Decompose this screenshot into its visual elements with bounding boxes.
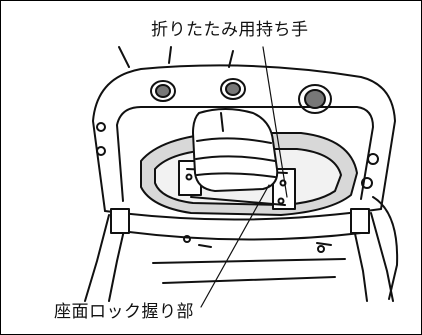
hand-finger-3 <box>196 172 276 178</box>
floor-bolt-right <box>317 245 325 253</box>
lock-screw-3 <box>277 197 285 205</box>
floor-connector <box>198 242 332 248</box>
hand-finger-1 <box>196 137 272 144</box>
vent-hole-center-inner <box>225 82 241 96</box>
front-hinge-left <box>110 208 130 234</box>
cross-bar-3 <box>162 276 336 284</box>
lower-frame-rear <box>370 212 394 302</box>
canopy-frame-bottom <box>104 208 382 221</box>
lock-screw-2 <box>279 179 287 187</box>
front-hinge-right <box>350 208 370 234</box>
hand-grip <box>192 108 279 192</box>
rear-frame-bar-mid <box>228 50 234 68</box>
label-folding-handle: 折りたたみ用持ち手 <box>151 20 309 40</box>
rivet-right-bottom <box>361 177 373 189</box>
cross-bar-1 <box>120 230 362 241</box>
rivet-left-top <box>96 122 106 132</box>
leader-line-lock <box>200 184 270 308</box>
cross-bar-2 <box>152 258 346 264</box>
side-panel-right <box>372 196 399 300</box>
rear-frame-bar-right <box>168 46 172 64</box>
lock-screw-1 <box>185 173 193 181</box>
label-seat-lock-grip: 座面ロック握り部 <box>54 302 194 322</box>
vent-hole-right <box>298 84 332 114</box>
leader-line-handle <box>262 46 288 198</box>
vent-hole-left <box>150 80 176 102</box>
canopy-inner-frame <box>116 106 374 202</box>
vent-hole-right-inner <box>304 89 326 109</box>
rivet-right-top <box>367 153 379 165</box>
hand-finger-2 <box>195 155 276 162</box>
rear-frame-bar-left <box>118 46 130 68</box>
vent-hole-center <box>220 78 246 100</box>
lower-frame-front <box>84 214 110 302</box>
floor-bolt-left <box>183 235 191 243</box>
seat-lock-bar-lower <box>190 196 286 206</box>
hand-knuckle <box>220 112 224 132</box>
vent-hole-left-inner <box>155 84 171 98</box>
canopy-outer-frame <box>92 64 396 212</box>
rivet-left-bottom <box>96 146 106 156</box>
